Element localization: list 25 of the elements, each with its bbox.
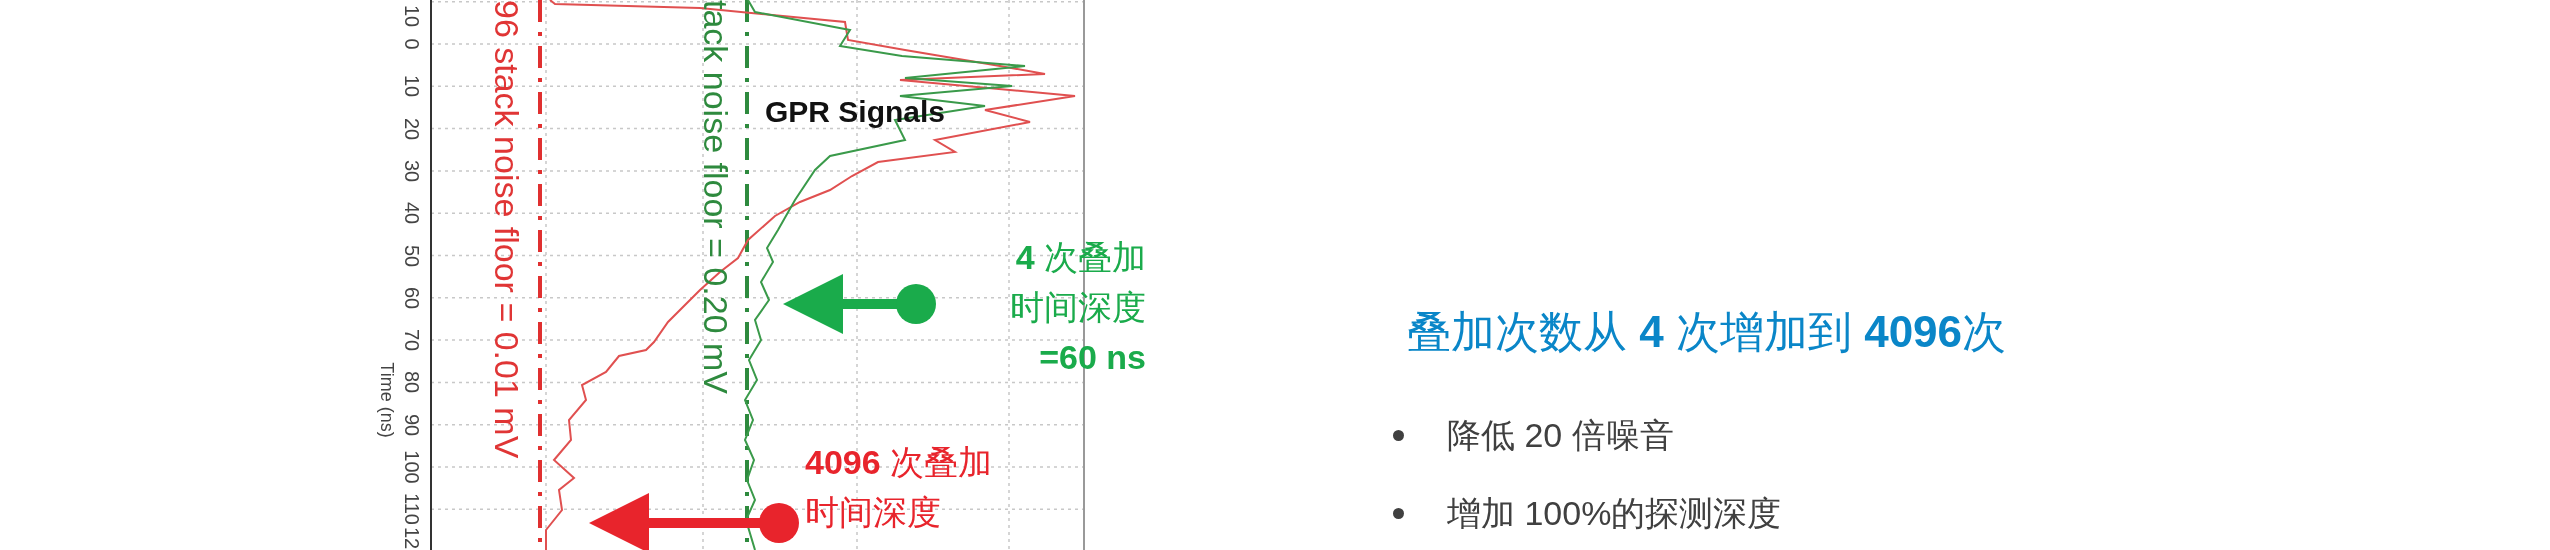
bullet-text: 降低 20 倍噪音 bbox=[1447, 415, 1674, 456]
axis-title: Time (ns) bbox=[378, 362, 396, 438]
slide-title: 叠加次数从 4 次增加到 4096次 bbox=[1407, 305, 2007, 358]
tick-label: 50 bbox=[402, 244, 422, 267]
tick-label: 90 bbox=[402, 413, 422, 436]
tick-label: 70 bbox=[402, 328, 422, 352]
tick-label: 80 bbox=[402, 371, 422, 394]
tick-label: 0 bbox=[402, 38, 422, 50]
annotation-text: 4 次叠加时间深度=60 ns bbox=[996, 232, 1146, 382]
arrow bbox=[783, 274, 936, 334]
tick-label: 40 bbox=[402, 202, 422, 225]
tick-label: 110 bbox=[402, 493, 422, 526]
tick-label: 10 bbox=[402, 75, 422, 98]
tick-label: 100 bbox=[402, 450, 422, 484]
bullet-text: 增加 100%的探测深度 bbox=[1447, 493, 1782, 534]
tick-label: 12 bbox=[402, 526, 422, 550]
tick-label: 10 bbox=[402, 4, 422, 28]
noise-floor-label: tack noise floor = 0.20 mV bbox=[699, 0, 733, 395]
chart-annotation: GPR Signals bbox=[765, 95, 946, 129]
arrow bbox=[589, 493, 799, 550]
tick-label: 20 bbox=[402, 117, 422, 140]
tick-label: 60 bbox=[402, 286, 422, 309]
tick-label: 30 bbox=[402, 159, 422, 182]
noise-floor-label: 96 stack noise floor = 0.01 mV bbox=[490, 0, 524, 459]
annotation-text: 4096 次叠加时间深度 bbox=[805, 437, 1005, 537]
